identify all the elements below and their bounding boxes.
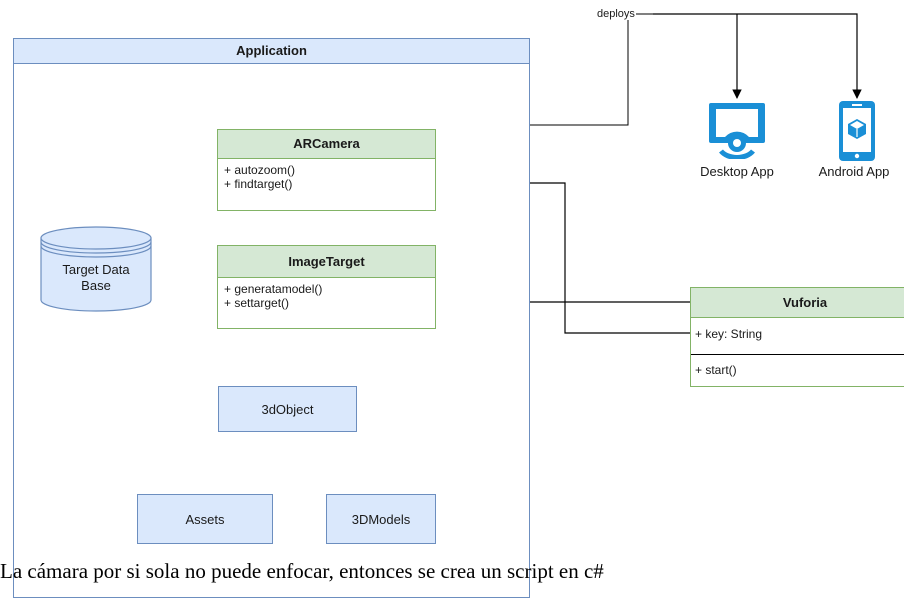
database-label: Target Data Base xyxy=(40,262,152,294)
object3d-box[interactable]: 3dObject xyxy=(218,386,357,432)
vuforia-name: Vuforia xyxy=(691,288,904,318)
vuforia-method: + start() xyxy=(695,363,737,377)
document-caption: La cámara por si sola no puede enfocar, … xyxy=(0,559,604,583)
imagetarget-name: ImageTarget xyxy=(218,246,435,278)
target-database[interactable]: Target Data Base xyxy=(40,226,152,314)
database-label-line2: Base xyxy=(81,278,111,293)
imagetarget-class[interactable]: ImageTarget + generatamodel() + settarge… xyxy=(217,245,436,329)
imagetarget-methods: + generatamodel() + settarget() xyxy=(218,278,435,310)
arcamera-method-2: + findtarget() xyxy=(224,177,293,191)
application-title: Application xyxy=(14,39,529,64)
mobile-phone-icon xyxy=(839,101,875,161)
imagetarget-method-1: + generatamodel() xyxy=(224,282,323,296)
models3d-box[interactable]: 3DModels xyxy=(326,494,436,544)
android-app-icon[interactable] xyxy=(838,100,876,162)
assets-box[interactable]: Assets xyxy=(137,494,273,544)
vuforia-attribute: + key: String xyxy=(691,318,904,355)
deploys-branch xyxy=(653,13,862,99)
arcamera-method-1: + autozoom() xyxy=(224,163,296,177)
deploys-connector xyxy=(530,13,653,126)
arcamera-class[interactable]: ARCamera + autozoom() + findtarget() xyxy=(217,129,436,211)
imagetarget-method-2: + settarget() xyxy=(224,296,290,310)
desktop-app-icon[interactable] xyxy=(707,101,767,160)
desktop-app-label: Desktop App xyxy=(700,164,774,179)
database-label-line1: Target Data xyxy=(62,262,130,277)
vuforia-class[interactable]: Vuforia + key: String + start() xyxy=(690,287,904,387)
database-cylinder-icon xyxy=(40,226,152,312)
deploys-label: deploys xyxy=(596,8,636,20)
android-app-label: Android App xyxy=(818,164,890,179)
arcamera-methods: + autozoom() + findtarget() xyxy=(218,159,435,191)
monitor-cast-icon xyxy=(709,103,765,160)
arcamera-name: ARCamera xyxy=(218,130,435,159)
